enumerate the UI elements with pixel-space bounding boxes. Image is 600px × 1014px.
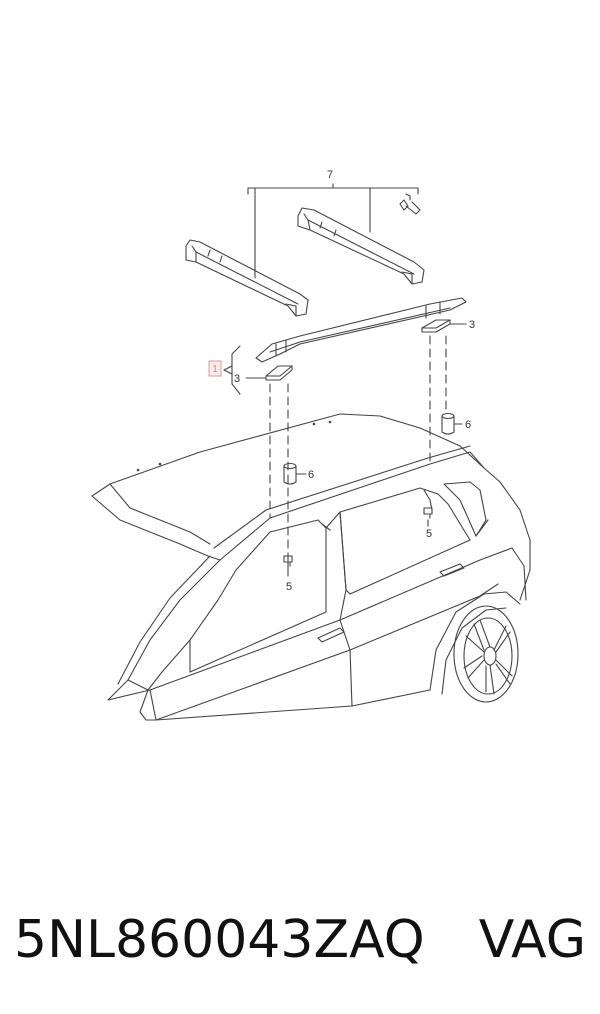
brand-label: VAG <box>478 910 586 970</box>
callout-1-box <box>208 360 222 377</box>
roof-dots <box>136 420 332 472</box>
callout-6-right: 6 <box>465 419 471 431</box>
nut-right <box>423 507 433 519</box>
callout-5-right: 5 <box>426 528 432 540</box>
callout-5-left: 5 <box>286 581 292 593</box>
car-body <box>91 413 531 721</box>
bracket-7 <box>247 183 419 279</box>
footer: 5NL860043ZAQ VAG <box>14 900 586 980</box>
crossbar-right <box>297 207 425 285</box>
pad-left <box>265 365 293 381</box>
callout-3-left: 3 <box>234 373 240 385</box>
tool-key <box>399 193 421 215</box>
callout-3-right: 3 <box>469 319 475 331</box>
part-number: 5NL860043ZAQ <box>14 910 425 970</box>
fastener-right <box>441 412 455 435</box>
fastener-left <box>283 462 297 485</box>
callout-7: 7 <box>327 169 333 181</box>
roof-rail <box>255 297 467 363</box>
callout-1: 1 <box>212 364 218 375</box>
nut-left <box>283 555 293 567</box>
rear-wheel <box>453 605 519 703</box>
callout-6-left: 6 <box>308 469 314 481</box>
pad-right <box>421 319 451 333</box>
bracket-1 <box>231 345 241 395</box>
crossbar-left <box>185 239 309 317</box>
mounting-lines <box>269 335 447 563</box>
